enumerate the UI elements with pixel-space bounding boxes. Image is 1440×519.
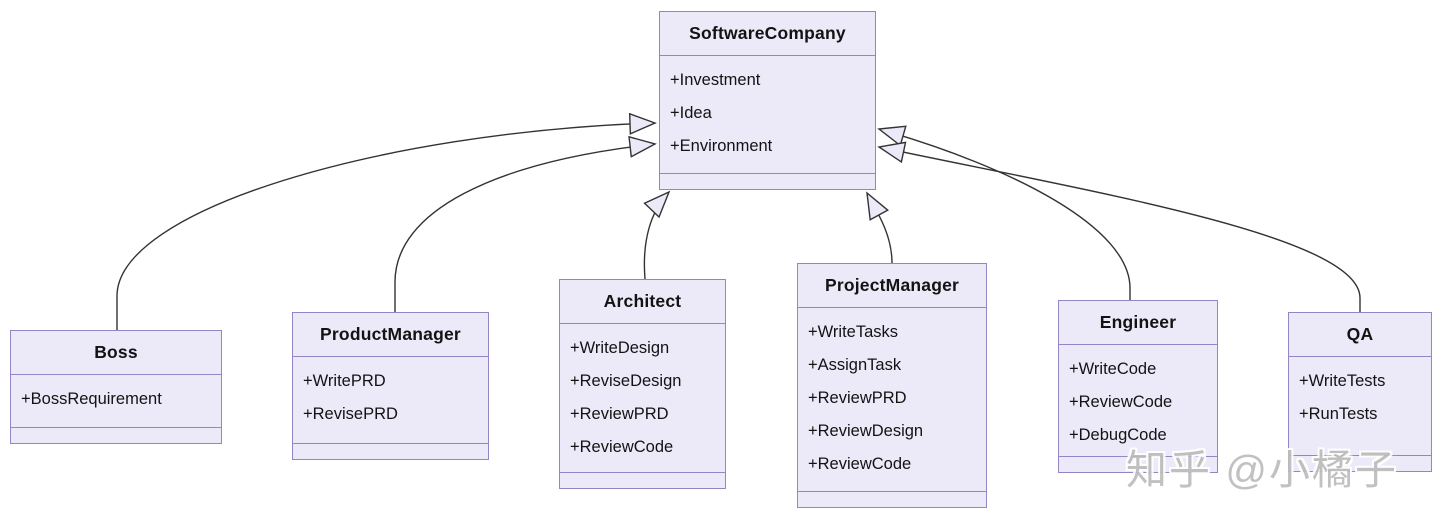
- class-member: +WriteTests: [1299, 372, 1386, 390]
- class-members: +BossRequirement: [11, 375, 221, 428]
- class-member: +ReviseDesign: [570, 372, 682, 390]
- class-title: Engineer: [1059, 301, 1217, 345]
- class-member: +ReviewCode: [1069, 393, 1173, 411]
- class-member: +WriteTasks: [808, 323, 899, 341]
- class-member: +Environment: [670, 137, 773, 155]
- edge-projectmanager-to-softwarecompany: [867, 193, 893, 264]
- class-members: +WriteCode +ReviewCode +DebugCode: [1059, 345, 1217, 457]
- watermark: 知乎 @小橘子: [1126, 447, 1399, 493]
- class-title: ProductManager: [293, 313, 488, 357]
- methods-compartment-empty: [11, 428, 221, 443]
- class-members: +WriteTasks +AssignTask +ReviewPRD +Revi…: [798, 308, 986, 492]
- class-title: Boss: [11, 331, 221, 375]
- class-member: +Investment: [670, 71, 761, 89]
- class-member: +WriteDesign: [570, 339, 670, 357]
- class-member: +ReviewDesign: [808, 422, 924, 440]
- class-members: +WritePRD +RevisePRD: [293, 357, 488, 444]
- class-member: +ReviewCode: [808, 455, 912, 473]
- class-box-boss: Boss +BossRequirement: [10, 330, 222, 444]
- class-member: +ReviewPRD: [570, 405, 669, 423]
- class-member: +BossRequirement: [21, 390, 162, 408]
- methods-compartment-empty: [660, 174, 875, 189]
- methods-compartment-empty: [798, 492, 986, 507]
- class-members: +Investment +Idea +Environment: [660, 56, 875, 174]
- class-members: +WriteTests +RunTests: [1289, 357, 1431, 456]
- methods-compartment-empty: [560, 473, 725, 488]
- class-member: +DebugCode: [1069, 426, 1167, 444]
- edge-architect-to-softwarecompany: [644, 192, 669, 280]
- class-box-architect: Architect +WriteDesign +ReviseDesign +Re…: [559, 279, 726, 489]
- class-member: +ReviewPRD: [808, 389, 907, 407]
- class-title: SoftwareCompany: [660, 12, 875, 56]
- class-member: +WriteCode: [1069, 360, 1157, 378]
- methods-compartment-empty: [293, 444, 488, 459]
- class-box-productmanager: ProductManager +WritePRD +RevisePRD: [292, 312, 489, 460]
- class-member: +RunTests: [1299, 405, 1378, 423]
- class-member: +WritePRD: [303, 372, 386, 390]
- class-member: +ReviewCode: [570, 438, 674, 456]
- class-member: +AssignTask: [808, 356, 902, 374]
- class-box-projectmanager: ProjectManager +WriteTasks +AssignTask +…: [797, 263, 987, 508]
- class-title: QA: [1289, 313, 1431, 357]
- class-member: +RevisePRD: [303, 405, 398, 423]
- class-box-qa: QA +WriteTests +RunTests: [1288, 312, 1432, 472]
- class-title: Architect: [560, 280, 725, 324]
- class-box-engineer: Engineer +WriteCode +ReviewCode +DebugCo…: [1058, 300, 1218, 473]
- class-members: +WriteDesign +ReviseDesign +ReviewPRD +R…: [560, 324, 725, 473]
- class-box-softwarecompany: SoftwareCompany +Investment +Idea +Envir…: [659, 11, 876, 190]
- class-title: ProjectManager: [798, 264, 986, 308]
- class-member: +Idea: [670, 104, 712, 122]
